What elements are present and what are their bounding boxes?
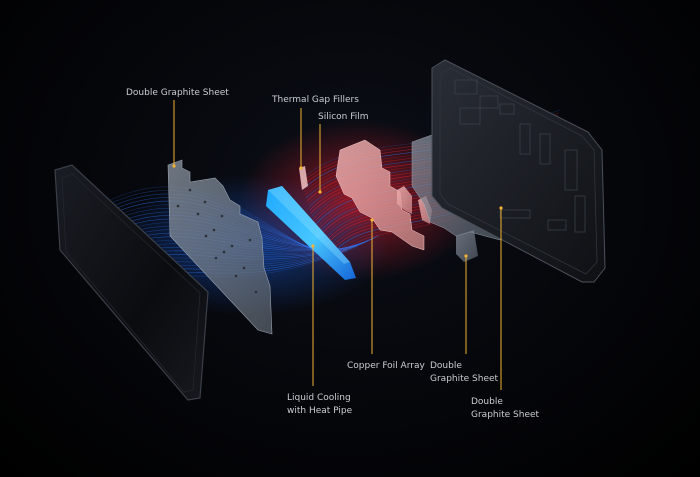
sheet-hole [222, 250, 226, 254]
phone-component [454, 79, 478, 95]
phone-component [499, 209, 531, 219]
phone-component [459, 107, 481, 125]
sheet-hole [254, 290, 258, 294]
graphite-sheet-holes [176, 188, 258, 294]
sheet-hole [214, 256, 218, 260]
phone-component [574, 195, 586, 233]
leader-anchor-dot [311, 244, 315, 248]
sheet-hole [242, 266, 246, 270]
phone-component [547, 219, 567, 231]
leader-anchor-dot [172, 164, 176, 168]
leader-anchor-dot [464, 254, 468, 258]
sheet-hole [204, 234, 208, 238]
label-thermal-gap-fillers: Thermal Gap Fillers [272, 95, 359, 105]
sheet-hole [248, 238, 252, 242]
phone-component [499, 103, 515, 115]
heat-pipe [266, 186, 356, 280]
phone-component [479, 95, 499, 109]
sheet-hole [230, 244, 234, 248]
phone-back [431, 59, 606, 283]
sheet-hole [188, 188, 192, 192]
graphite-sheet-left [167, 159, 273, 335]
leader-anchor-dot [499, 206, 503, 210]
sheet-hole [234, 274, 238, 278]
phone-component [539, 133, 551, 165]
label-graphite-middle: Double Graphite Sheet [430, 361, 499, 384]
sheet-hole [176, 204, 180, 208]
sheet-hole [203, 200, 207, 204]
leader-anchor-dot [370, 218, 374, 222]
front-glass-panel [54, 164, 209, 401]
phone-component [564, 149, 578, 191]
phone-internal-components [454, 79, 586, 233]
label-liquid-cooling: Liquid Cooling with Heat Pipe [287, 393, 353, 416]
sheet-hole [220, 214, 224, 218]
label-graphite-top: Double Graphite Sheet [126, 88, 229, 98]
sheet-hole [212, 228, 216, 232]
leader-lines [172, 100, 503, 390]
label-graphite-right: Double Graphite Sheet [471, 397, 540, 420]
leader-anchor-dot [299, 166, 303, 170]
sheet-hole [196, 212, 200, 216]
label-copper-foil-array: Copper Foil Array [347, 361, 425, 371]
thermal-gap-filler-pad [299, 166, 308, 190]
label-silicon-film: Silicon Film [318, 112, 369, 122]
leader-anchor-dot [318, 190, 322, 194]
phone-component [519, 123, 531, 155]
copper-foil-array [335, 139, 432, 251]
